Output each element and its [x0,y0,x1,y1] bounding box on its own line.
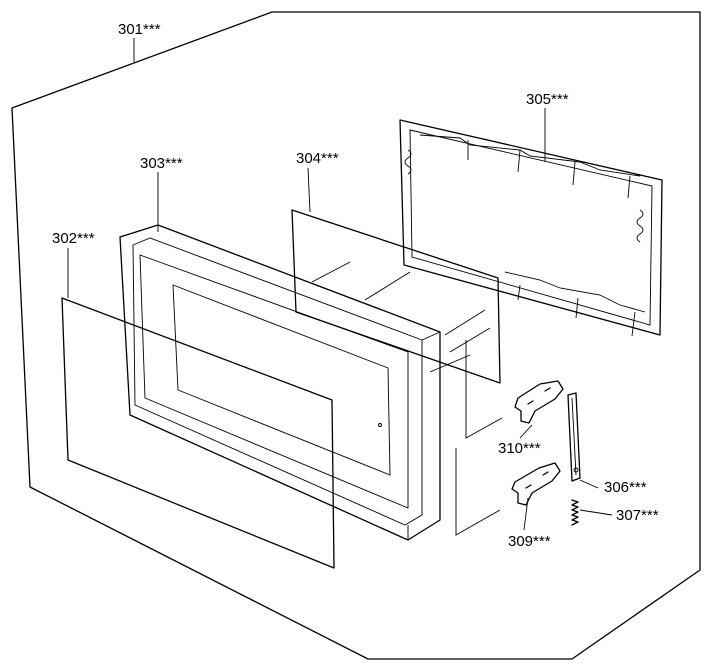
part-306-latch-bar [567,392,581,482]
label-302: 302*** [52,230,95,247]
part-305-door-frame [399,119,663,337]
part-310-hinge [514,380,564,424]
leader-lines [67,38,613,531]
assembly-guide-lines [429,340,503,536]
label-307: 307*** [616,507,659,524]
assembly-boundary-301 [11,11,701,660]
label-301: 301*** [118,21,161,38]
label-305: 305*** [526,91,569,108]
part-303-door-panel [119,224,441,541]
part-304-inner-glass [291,209,501,384]
part-307-spring [571,499,579,526]
part-309-hinge [511,462,561,506]
label-306: 306*** [604,479,647,496]
label-309: 309*** [508,533,551,550]
label-304: 304*** [296,150,339,167]
label-310: 310*** [498,440,541,457]
label-303: 303*** [140,155,183,172]
part-302-front-glass [61,297,335,569]
